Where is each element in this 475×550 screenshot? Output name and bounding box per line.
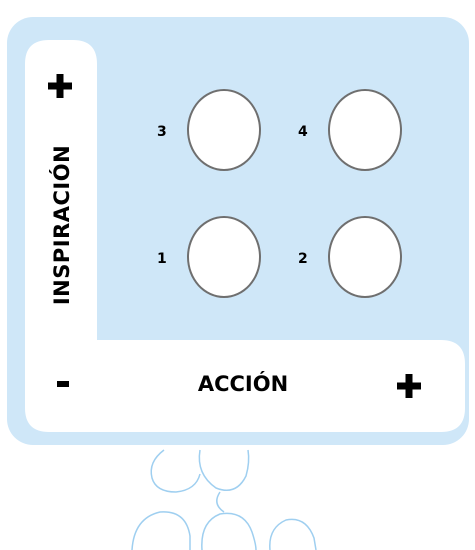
quadrant-number: 2	[298, 251, 308, 267]
quadrant-number: 4	[298, 124, 308, 140]
minus-icon	[57, 381, 69, 387]
quadrant-bubble[interactable]	[328, 89, 402, 171]
quadrant-number: 3	[157, 124, 167, 140]
horizontal-axis-label: ACCIÓN	[197, 372, 289, 396]
vertical-axis-label: INSPIRACIÓN	[50, 144, 74, 306]
quadrant-bubble[interactable]	[187, 89, 261, 171]
plus-icon	[397, 374, 421, 398]
quadrant-bubble[interactable]	[187, 216, 261, 298]
quadrant-1: 1	[157, 216, 261, 302]
quadrant-bubble[interactable]	[328, 216, 402, 298]
plus-icon	[48, 74, 72, 98]
quadrant-2: 2	[298, 216, 402, 302]
quadrant-3: 3	[157, 89, 261, 175]
decorative-circles-watermark	[131, 449, 317, 550]
quadrant-4: 4	[298, 89, 402, 175]
quadrant-number: 1	[157, 251, 167, 267]
axis-l-shape	[25, 40, 465, 432]
